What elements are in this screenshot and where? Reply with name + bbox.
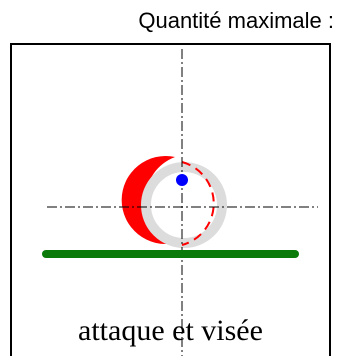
red-crescent — [121, 156, 175, 244]
diagram-canvas — [42, 49, 318, 356]
diagram-caption: attaque et visée — [78, 314, 263, 347]
dashed-red-arc — [181, 161, 215, 246]
diagram-frame: attaque et visée — [10, 43, 331, 356]
grey-wheel — [141, 162, 227, 248]
target-dot — [176, 174, 188, 186]
quantity-heading: Quantité maximale : — [138, 8, 334, 33]
